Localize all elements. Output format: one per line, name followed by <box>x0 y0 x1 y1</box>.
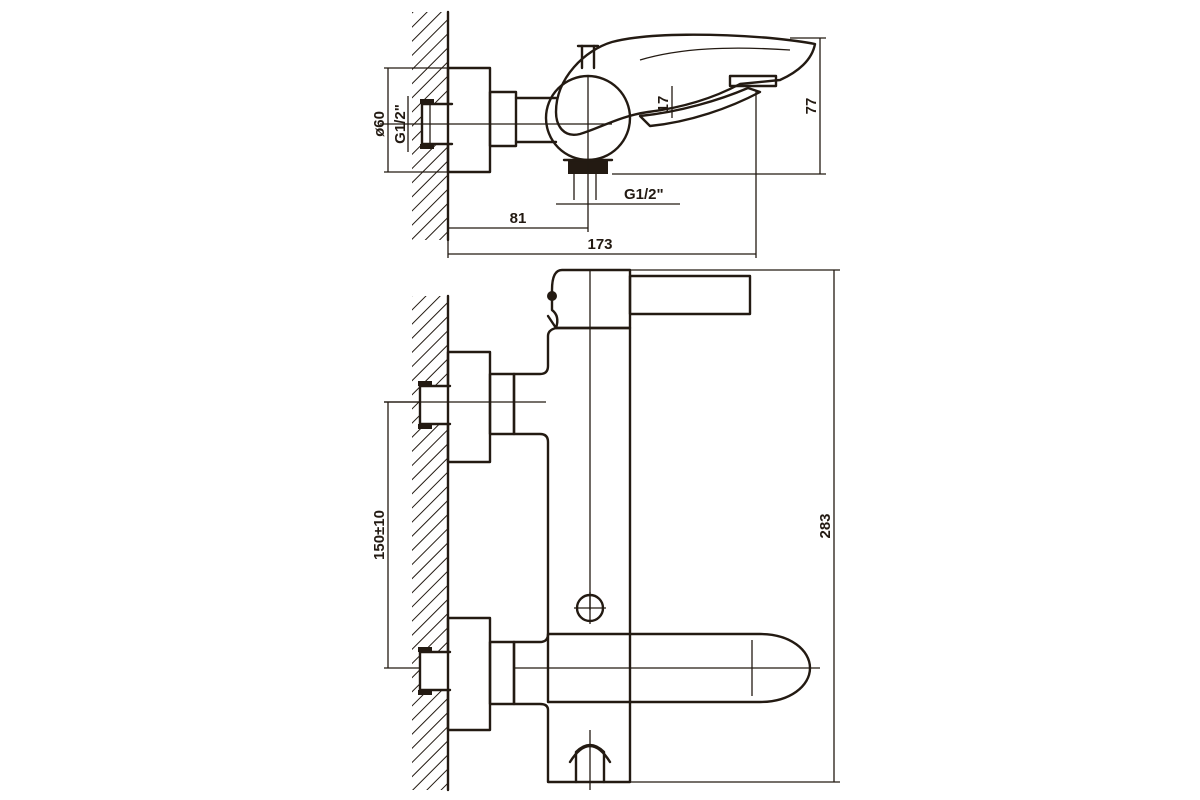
dim-thread-wall-label: G1/2" <box>392 104 409 144</box>
dim-handle-offset-label: 17 <box>655 96 672 113</box>
dim-depth-outlet-label: 81 <box>510 210 527 227</box>
upper-escutcheon <box>446 350 492 464</box>
head-chamfer <box>546 314 558 330</box>
cartridge-head <box>550 268 632 330</box>
top-view: ø60 G1/2" 77 17 G1/2" 81 173 <box>371 10 826 258</box>
upper-pipe-clear <box>420 386 452 424</box>
upper-connector <box>488 372 516 436</box>
upper-pipe-mark-a <box>418 381 432 386</box>
wall-hatch-front <box>412 296 448 790</box>
lower-escutcheon <box>446 616 492 732</box>
lever-highlight <box>639 47 791 61</box>
dim-inlet-spacing-label: 150±10 <box>371 510 388 560</box>
front-view: 150±10 283 <box>371 268 840 792</box>
lower-pipe-mark-b <box>418 690 432 695</box>
lower-pipe-mark-a <box>418 647 432 652</box>
upper-pipe-mark-b <box>418 424 432 429</box>
escutcheon-top <box>446 66 492 174</box>
lower-pipe-clear <box>420 652 452 690</box>
spout-arm <box>638 86 762 128</box>
dim-diameter-label: ø60 <box>371 111 388 137</box>
connector-top <box>488 90 518 148</box>
spout-tip <box>728 74 778 88</box>
dim-thread-outlet-label: G1/2" <box>624 186 664 203</box>
dim-height-label: 77 <box>803 98 820 115</box>
mixer-body <box>512 326 632 784</box>
head-screw <box>547 291 557 301</box>
lever-handle <box>554 33 817 136</box>
dim-depth-total-label: 173 <box>587 236 612 253</box>
dim-height-total-label: 283 <box>817 513 834 538</box>
lever-front <box>628 274 752 316</box>
lower-connector <box>488 640 516 706</box>
pipe-thread-mark-b <box>420 144 434 149</box>
pipe-thread-mark-a <box>420 99 434 104</box>
